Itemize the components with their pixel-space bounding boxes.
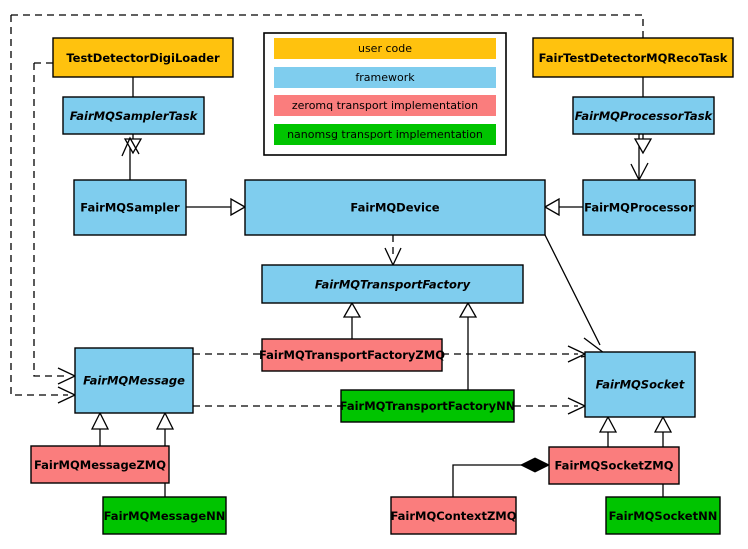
generalization-arrow-transportfactory-zmq (342, 301, 362, 318)
node-label: FairMQSocketZMQ (555, 459, 674, 473)
node-label: FairMQContextZMQ (390, 509, 516, 523)
legend-swatch (274, 67, 496, 88)
association-arrow-samplertask (121, 136, 140, 157)
edge-layer-dashed (10, 14, 644, 407)
node-label: FairMQMessageZMQ (34, 458, 166, 472)
node-label: FairMQProcessorTask (575, 109, 714, 123)
node-box (605, 496, 721, 535)
node-layer: TestDetectorDigiLoader FairTestDetectorM… (30, 37, 734, 535)
node-fairmqtransportfactory[interactable]: FairMQTransportFactory (261, 264, 524, 304)
legend-swatch (274, 38, 496, 59)
node-box (572, 96, 715, 135)
generalization-arrow-message-nn (155, 411, 175, 430)
node-box (102, 496, 227, 535)
legend-swatch (274, 124, 496, 145)
node-box (62, 96, 205, 135)
generalization-arrow-socket-nn (653, 415, 673, 433)
node-fairmqmessage[interactable]: FairMQMessage (74, 347, 194, 414)
node-label: FairMQTransportFactoryZMQ (259, 348, 445, 362)
node-label: FairTestDetectorMQRecoTask (539, 51, 728, 65)
generalization-arrow-device-from-sampler (230, 197, 247, 217)
generalization-arrow-socket-zmq (598, 415, 618, 433)
node-label: FairMQSocketNN (609, 509, 718, 523)
legend-item-zeromq: zeromq transport implementation (274, 95, 496, 116)
edge-socketzmq-contextzmq (452, 464, 537, 497)
node-label: FairMQSamplerTask (70, 109, 199, 123)
legend-swatch (274, 95, 496, 116)
node-box (52, 37, 234, 78)
node-fairtestdetectormqrecotask[interactable]: FairTestDetectorMQRecoTask (532, 37, 734, 78)
node-box (261, 264, 524, 304)
legend-item-nanomsg: nanomsg transport implementation (274, 124, 496, 145)
generalization-arrow-processortask (633, 138, 653, 155)
node-fairmqsocket[interactable]: FairMQSocket (584, 351, 696, 418)
edge-transportfactoryzmq-message (33, 63, 68, 377)
edge-device-socket (544, 234, 601, 346)
node-fairmqmessagezmq[interactable]: FairMQMessageZMQ (30, 445, 170, 484)
generalization-arrow-device-from-processor (543, 197, 560, 217)
node-label: FairMQMessage (83, 374, 185, 388)
legend-label: zeromq transport implementation (292, 99, 478, 112)
node-label: FairMQTransportFactoryNN (340, 399, 516, 413)
edge-transportfactorynn-message (10, 15, 68, 396)
legend-label: nanomsg transport implementation (287, 128, 483, 141)
legend-label: user code (358, 42, 412, 55)
node-fairmqsocketnn[interactable]: FairMQSocketNN (605, 496, 721, 535)
node-box (584, 351, 696, 418)
node-box (261, 338, 443, 372)
composition-diamond-socketzmq (519, 457, 551, 473)
node-box (340, 389, 515, 423)
node-fairmqdevice[interactable]: FairMQDevice (244, 179, 546, 236)
edge-top-rail (11, 14, 644, 38)
node-label: TestDetectorDigiLoader (66, 51, 220, 65)
node-label: FairMQSampler (80, 201, 180, 215)
generalization-arrow-transportfactory-nn (458, 301, 478, 318)
node-testdetectordigiloader[interactable]: TestDetectorDigiLoader (52, 37, 234, 78)
generalization-arrow-samplertask (123, 138, 143, 155)
node-fairmqtransportfactorynn[interactable]: FairMQTransportFactoryNN (340, 389, 516, 423)
legend-item-framework: framework (274, 67, 496, 88)
node-box (532, 37, 734, 78)
node-fairmqprocessortask[interactable]: FairMQProcessorTask (572, 96, 715, 135)
node-box (73, 179, 187, 236)
node-fairmqprocessor[interactable]: FairMQProcessor (582, 179, 696, 236)
node-label: FairMQProcessor (584, 201, 694, 215)
legend-item-user-code: user code (274, 38, 496, 59)
legend-label: framework (355, 71, 415, 84)
node-label: FairMQMessageNN (104, 509, 226, 523)
node-fairmqcontextzmq[interactable]: FairMQContextZMQ (390, 496, 517, 535)
node-box (390, 496, 517, 535)
node-fairmqsocketzmq[interactable]: FairMQSocketZMQ (548, 446, 680, 485)
node-box (548, 446, 680, 485)
legend: user code framework zeromq transport imp… (263, 32, 507, 156)
arrowhead-layer (57, 136, 673, 473)
node-box (582, 179, 696, 236)
node-fairmqsamplertask[interactable]: FairMQSamplerTask (62, 96, 205, 135)
node-label: FairMQSocket (596, 378, 685, 392)
node-box (30, 445, 170, 484)
node-box (74, 347, 194, 414)
node-fairmqmessagenn[interactable]: FairMQMessageNN (102, 496, 227, 535)
node-label: FairMQDevice (350, 201, 439, 215)
generalization-arrow-message-zmq (90, 411, 110, 430)
node-fairmqsampler[interactable]: FairMQSampler (73, 179, 187, 236)
node-fairmqtransportfactoryzmq[interactable]: FairMQTransportFactoryZMQ (259, 338, 445, 372)
node-label: FairMQTransportFactory (315, 278, 471, 292)
node-box (244, 179, 546, 236)
